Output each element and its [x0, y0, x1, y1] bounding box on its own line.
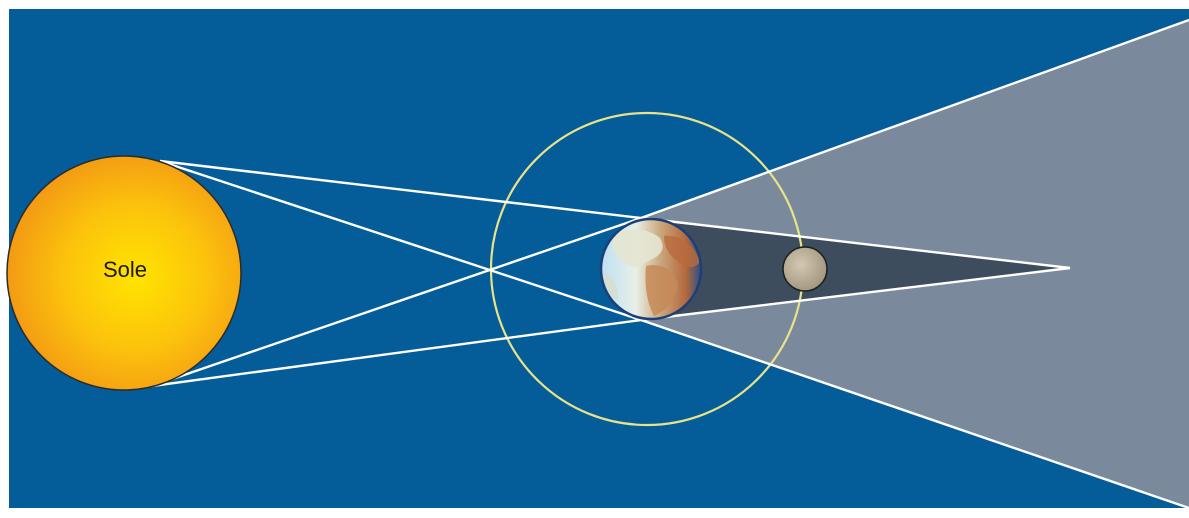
earth-continents: [604, 229, 700, 316]
sun-icon: [6, 155, 242, 391]
umbra-edge-lower: [640, 266, 1071, 322]
ray-lower-outer: [151, 318, 642, 388]
umbra-cone: [641, 218, 1070, 320]
ray-upper-cross: [159, 159, 642, 322]
sunlight-rays: [151, 18, 1189, 510]
ray-lower-cross: [151, 216, 642, 388]
earth-outline: [599, 217, 703, 321]
penumbra-edge-lower: [640, 318, 1189, 510]
earth: [599, 217, 703, 321]
sun: Sole: [6, 155, 242, 391]
sun-label: Sole: [103, 257, 147, 282]
umbra-edge-upper: [640, 216, 1071, 270]
ray-upper-outer: [159, 159, 642, 220]
penumbra-edge-upper: [640, 18, 1189, 220]
moon-icon: [782, 246, 828, 292]
